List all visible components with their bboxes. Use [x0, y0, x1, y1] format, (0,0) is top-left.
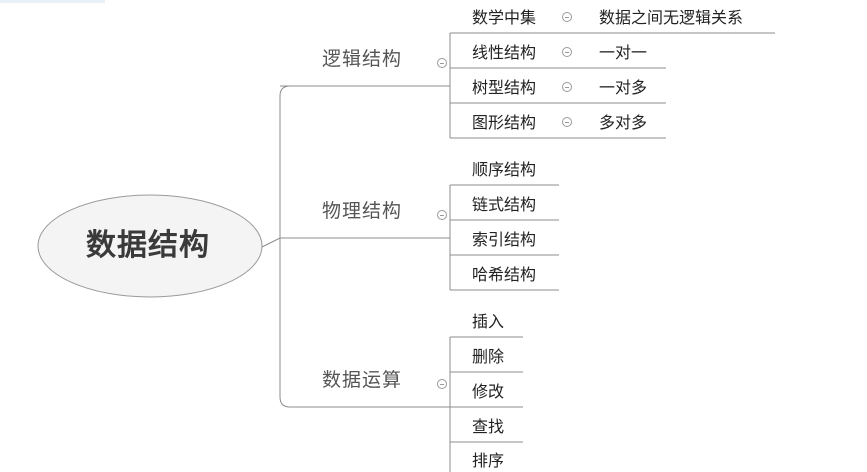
collapse-toggle-icon[interactable] — [562, 82, 572, 92]
leaf-topic[interactable]: 排序 — [472, 451, 505, 470]
collapse-toggle-icon[interactable] — [562, 47, 572, 57]
leaf-topic[interactable]: 顺序结构 — [472, 160, 537, 179]
branch-topic-physical[interactable]: 物理结构 — [322, 200, 403, 222]
leaf-topic[interactable]: 修改 — [472, 382, 505, 401]
leaf-note[interactable]: 一对一 — [599, 43, 648, 62]
root-branch-connector — [261, 237, 320, 248]
leaf-note[interactable]: 一对多 — [599, 78, 648, 97]
leaf-topic[interactable]: 图形结构 — [472, 113, 537, 132]
tab-strip — [0, 0, 105, 3]
branch-spine — [279, 85, 320, 408]
leaf-topic[interactable]: 线性结构 — [472, 43, 537, 62]
collapse-toggle-icon[interactable] — [562, 12, 572, 22]
root-topic[interactable]: 数据结构 — [86, 228, 210, 263]
leaf-topic[interactable]: 插入 — [472, 312, 505, 331]
branch-topic-operation[interactable]: 数据运算 — [322, 369, 403, 391]
collapse-toggle-icon[interactable] — [437, 58, 447, 68]
leaf-topic[interactable]: 数学中集 — [472, 8, 537, 27]
collapse-toggle-icon[interactable] — [562, 117, 572, 127]
leaf-topic[interactable]: 删除 — [472, 347, 505, 366]
branch-topic-logic[interactable]: 逻辑结构 — [322, 48, 403, 70]
collapse-toggle-icon[interactable] — [437, 379, 447, 389]
leaf-note[interactable]: 多对多 — [599, 113, 648, 132]
leaf-topic[interactable]: 哈希结构 — [472, 265, 537, 284]
leaf-note[interactable]: 数据之间无逻辑关系 — [599, 8, 744, 27]
leaf-topic[interactable]: 查找 — [472, 417, 505, 436]
collapse-toggle-icon[interactable] — [437, 210, 447, 220]
leaf-topic[interactable]: 索引结构 — [472, 230, 537, 249]
leaf-topic[interactable]: 链式结构 — [472, 195, 537, 214]
leaf-topic[interactable]: 树型结构 — [472, 78, 537, 97]
root-ellipse[interactable] — [37, 194, 263, 298]
